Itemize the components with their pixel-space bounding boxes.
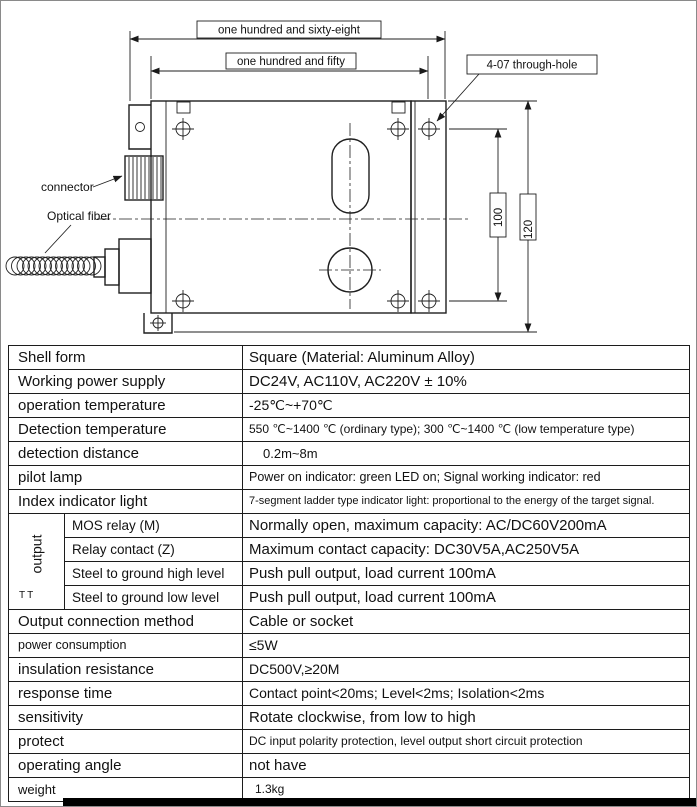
row-label: Steel to ground high level	[64, 561, 243, 586]
spec-row: output TT MOS relay (M) Normally open, m…	[8, 513, 690, 610]
row-label: Shell form	[8, 345, 243, 370]
row-value: not have	[242, 753, 690, 778]
connector-label: connector	[41, 180, 94, 194]
spec-row: pilot lamp Power on indicator: green LED…	[8, 465, 690, 490]
spec-row: Index indicator light 7-segment ladder t…	[8, 489, 690, 514]
row-label: protect	[8, 729, 243, 754]
dim-height-outer-label: 120	[523, 220, 535, 239]
dim-height-inner-label: 100	[493, 208, 505, 227]
row-label: Index indicator light	[8, 489, 243, 514]
row-value: DC500V,≥20M	[242, 657, 690, 682]
row-value: Contact point<20ms; Level<2ms; Isolation…	[242, 681, 690, 706]
row-label: operating angle	[8, 753, 243, 778]
mounting-hole	[418, 290, 440, 312]
row-value: DC input polarity protection, level outp…	[242, 729, 690, 754]
mounting-hole	[387, 118, 409, 140]
spec-row: Detection temperature 550 ℃~1400 ℃ (ordi…	[8, 417, 690, 442]
row-label: Steel to ground low level	[64, 585, 243, 610]
connector-block	[124, 155, 164, 201]
spec-row: Working power supply DC24V, AC110V, AC22…	[8, 369, 690, 394]
connector-leader	[92, 175, 123, 188]
row-value: Power on indicator: green LED on; Signal…	[242, 465, 690, 490]
row-value: Square (Material: Aluminum Alloy)	[242, 345, 690, 370]
spec-row: detection distance 0.2m~8m	[8, 441, 690, 466]
row-label: weight	[8, 777, 243, 802]
row-label: power consumption	[8, 633, 243, 658]
dim-width-inner-label: one hundred and fifty	[237, 56, 345, 68]
row-label: Working power supply	[8, 369, 243, 394]
row-value: Rotate clockwise, from low to high	[242, 705, 690, 730]
spec-row: insulation resistance DC500V,≥20M	[8, 657, 690, 682]
slot-window	[331, 138, 370, 214]
lens-opening	[319, 247, 381, 293]
device-drawing: connector Optical fiber one hundred and …	[5, 20, 598, 334]
mounting-hole	[387, 290, 409, 312]
spec-row: Shell form Square (Material: Aluminum Al…	[8, 345, 690, 370]
row-value: ≤5W	[242, 633, 690, 658]
through-hole-label: 4-07 through-hole	[487, 60, 578, 72]
optical-fiber-label: Optical fiber	[47, 209, 111, 223]
row-value: 550 ℃~1400 ℃ (ordinary type); 300 ℃~1400…	[242, 417, 690, 442]
spec-row: protect DC input polarity protection, le…	[8, 729, 690, 754]
row-label: sensitivity	[8, 705, 243, 730]
spec-row: power consumption ≤5W	[8, 633, 690, 658]
row-label: Detection temperature	[8, 417, 243, 442]
dim-height-inner: 100	[449, 128, 507, 302]
row-value: 0.2m~8m	[242, 441, 690, 466]
row-value: Normally open, maximum capacity: AC/DC60…	[242, 513, 690, 538]
row-label: operation temperature	[8, 393, 243, 418]
row-label: Output connection method	[8, 609, 243, 634]
spec-row: sensitivity Rotate clockwise, from low t…	[8, 705, 690, 730]
row-value: Push pull output, load current 100mA	[242, 561, 690, 586]
dim-width-outer: one hundred and sixty-eight	[129, 20, 446, 101]
row-value: Cable or socket	[242, 609, 690, 634]
spec-row: operating angle not have	[8, 753, 690, 778]
row-value: Push pull output, load current 100mA	[242, 585, 690, 610]
row-label: pilot lamp	[8, 465, 243, 490]
row-label: Relay contact (Z)	[64, 537, 243, 562]
output-group-label: output	[28, 534, 44, 574]
spec-row: response time Contact point<20ms; Level<…	[8, 681, 690, 706]
spec-row: Relay contact (Z) Maximum contact capaci…	[9, 537, 690, 562]
device-body	[128, 100, 447, 334]
spec-row: operation temperature -25℃~+70℃	[8, 393, 690, 418]
row-value: 7-segment ladder type indicator light: p…	[242, 489, 690, 514]
spec-row: Steel to ground low level Push pull outp…	[9, 585, 690, 610]
dim-height-outer: 120	[174, 100, 537, 333]
dim-width-inner: one hundred and fifty	[150, 52, 429, 99]
output-group-note: TT	[19, 590, 36, 601]
spec-table-wrap: Shell form Square (Material: Aluminum Al…	[8, 345, 690, 802]
row-value: DC24V, AC110V, AC220V ± 10%	[242, 369, 690, 394]
spec-table: Shell form Square (Material: Aluminum Al…	[8, 345, 690, 802]
scan-artifact-bar	[63, 798, 696, 806]
row-value: 1.3kg	[242, 777, 690, 802]
through-hole-note: 4-07 through-hole	[436, 54, 598, 122]
spec-row: Steel to ground high level Push pull out…	[9, 561, 690, 586]
mounting-hole	[418, 118, 440, 140]
fiber-coil	[5, 256, 102, 276]
row-label: MOS relay (M)	[64, 513, 243, 538]
dim-width-outer-label: one hundred and sixty-eight	[218, 25, 361, 37]
fiber-plug	[93, 238, 152, 294]
row-label: response time	[8, 681, 243, 706]
row-label: insulation resistance	[8, 657, 243, 682]
mounting-hole	[172, 118, 194, 140]
spec-row: weight 1.3kg	[8, 777, 690, 802]
row-value: -25℃~+70℃	[242, 393, 690, 418]
row-value: Maximum contact capacity: DC30V5A,AC250V…	[242, 537, 690, 562]
output-group-cell: output TT	[8, 513, 65, 610]
row-label: detection distance	[8, 441, 243, 466]
spec-row: Output connection method Cable or socket	[8, 609, 690, 634]
optical-fiber-leader	[44, 224, 72, 254]
mounting-hole	[172, 290, 194, 312]
